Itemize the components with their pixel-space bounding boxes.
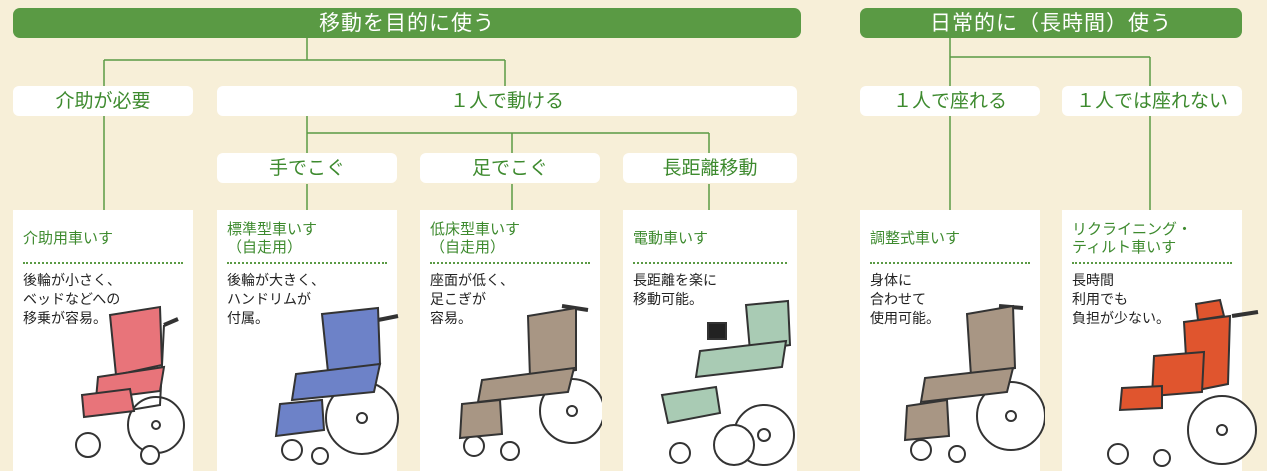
dotted-divider xyxy=(23,262,183,264)
dotted-divider xyxy=(227,262,387,264)
card-title: 介助用車いす xyxy=(23,229,114,247)
card-title: 調整式車いす xyxy=(870,229,961,247)
card-description: 長距離を楽に 移動可能。 xyxy=(633,273,717,308)
method-hand: 手でこぐ xyxy=(217,153,397,183)
method-foot: 足でこぐ xyxy=(420,153,600,183)
standard-wheelchair-icon xyxy=(274,306,399,465)
card-description: 長時間 利用でも 負担が少ない。 xyxy=(1072,273,1170,327)
banner-daily-use: 日常的に（長時間）使う xyxy=(860,8,1242,38)
card-title: 標準型車いす （自走用） xyxy=(227,220,318,256)
card-description: 後輪が小さく、 ベッドなどへの 移乗が容易。 xyxy=(23,273,121,327)
banner-mobility: 移動を目的に使う xyxy=(13,8,801,38)
card-description: 後輪が大きく、 ハンドリムが 付属。 xyxy=(227,273,325,327)
reclining-wheelchair-icon xyxy=(1107,298,1259,467)
dotted-divider xyxy=(870,262,1030,264)
card-description: 座面が低く、 足こぎが 容易。 xyxy=(430,273,514,327)
card-description: 身体に 合わせて 使用可能。 xyxy=(870,273,940,327)
category-self-move: １人で動ける xyxy=(217,86,797,116)
dotted-divider xyxy=(633,262,787,264)
method-long-distance: 長距離移動 xyxy=(623,153,797,183)
card-title: リクライニング・ ティルト車いす xyxy=(1072,220,1193,256)
assist-wheelchair-icon xyxy=(75,305,185,465)
category-cannot-sit: １人では座れない xyxy=(1062,86,1242,116)
card-title: 電動車いす xyxy=(633,229,709,247)
electric-wheelchair-icon xyxy=(660,299,795,466)
dotted-divider xyxy=(1072,262,1232,264)
adjustable-wheelchair-icon xyxy=(903,304,1045,463)
category-need-help: 介助が必要 xyxy=(13,86,193,116)
dotted-divider xyxy=(430,262,590,264)
card-title: 低床型車いす （自走用） xyxy=(430,220,521,256)
lowfloor-wheelchair-icon xyxy=(458,304,602,461)
category-can-sit: １人で座れる xyxy=(860,86,1040,116)
